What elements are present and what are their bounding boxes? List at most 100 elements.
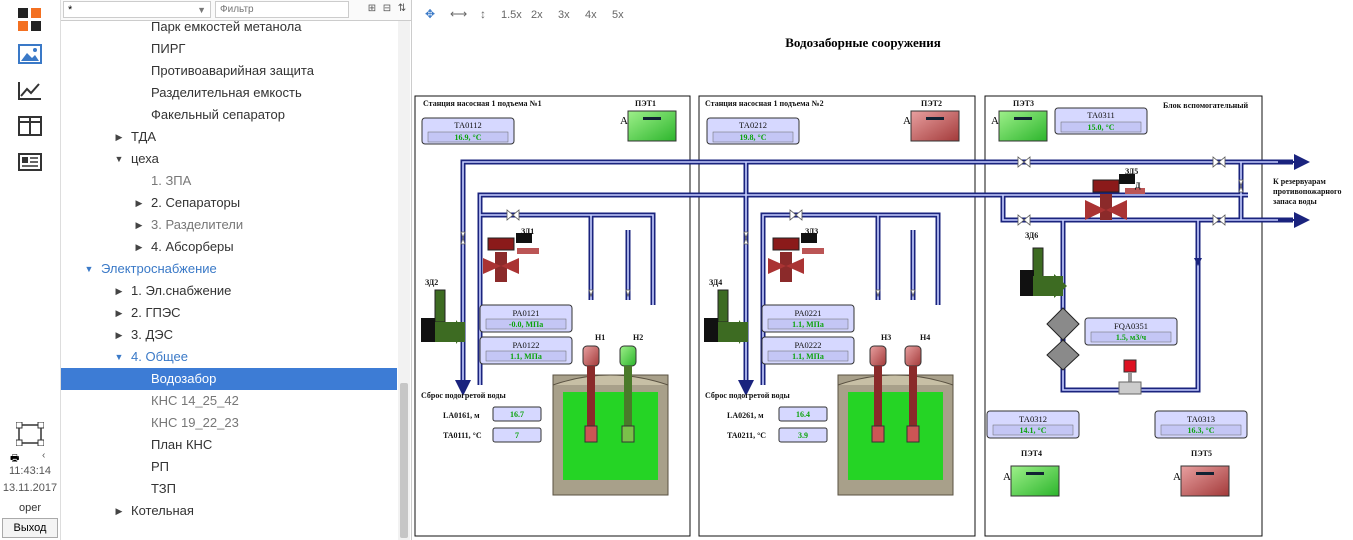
- zoom-3x-button[interactable]: 3x: [558, 9, 570, 21]
- tree-item[interactable]: ПИРГ: [61, 38, 397, 60]
- pet1-display: [643, 117, 661, 120]
- pa0222-name: PA0222: [794, 340, 821, 350]
- collapsed-caret-icon[interactable]: ▶: [115, 308, 123, 318]
- pet1-indicator[interactable]: [627, 110, 677, 142]
- valve-zd3[interactable]: [768, 233, 824, 282]
- collapse-chevron-icon[interactable]: ‹: [42, 450, 46, 461]
- la0261-field[interactable]: [778, 406, 828, 422]
- view-toolbar: ✥ ⟷ ↕ 1.5x 2x 3x 4x 5x: [413, 0, 1353, 32]
- pump-h1-label: Н1: [595, 333, 605, 342]
- tree-item[interactable]: Противоаварийная защита: [61, 60, 397, 82]
- flow-direction-icon: [1194, 258, 1202, 266]
- tree-filter-input[interactable]: [215, 1, 349, 18]
- zoom-1-5x-button[interactable]: 1.5x: [501, 9, 522, 21]
- tree-scrollbar[interactable]: [398, 21, 410, 540]
- filter-unit[interactable]: [1046, 307, 1080, 371]
- tree-scope-select[interactable]: * ▼: [63, 1, 211, 18]
- zoom-4x-button[interactable]: 4x: [585, 9, 597, 21]
- collapse-all-icon[interactable]: ⊟: [382, 3, 392, 14]
- tree-item[interactable]: 1. ЗПА: [61, 170, 397, 192]
- pet2-indicator[interactable]: [910, 110, 960, 142]
- tree-item[interactable]: Водозабор: [61, 368, 397, 390]
- collapsed-caret-icon[interactable]: ▶: [115, 506, 123, 516]
- tree-item[interactable]: ▶ 3. Разделители: [61, 214, 397, 236]
- print-icon[interactable]: 🖶: [10, 453, 20, 464]
- collapsed-caret-icon[interactable]: ▶: [135, 242, 143, 252]
- pet5-display: [1196, 472, 1214, 475]
- sort-icon[interactable]: ⇅: [397, 3, 407, 14]
- la0161-field[interactable]: [492, 406, 542, 422]
- diagram-icon[interactable]: [15, 420, 45, 448]
- expanded-caret-icon[interactable]: ▼: [114, 154, 124, 164]
- pa0122-name: PA0122: [512, 340, 539, 350]
- collapsed-caret-icon[interactable]: ▶: [135, 220, 143, 230]
- pump-h3[interactable]: [869, 345, 887, 443]
- reservoir-2[interactable]: [837, 374, 954, 496]
- tree-item[interactable]: ▼цеха: [61, 148, 397, 170]
- tree-item[interactable]: Факельный сепаратор: [61, 104, 397, 126]
- tree-item[interactable]: Парк емкостей метанола: [61, 21, 397, 38]
- tree-item[interactable]: ▶1. Эл.снабжение: [61, 280, 397, 302]
- zoom-5x-button[interactable]: 5x: [612, 9, 624, 21]
- tree-item[interactable]: ▶2. ГПЭС: [61, 302, 397, 324]
- valve-zd1[interactable]: [483, 233, 539, 282]
- fit-height-icon[interactable]: ↕: [480, 7, 486, 21]
- tree-item[interactable]: ▼Электроснабжение: [61, 258, 397, 280]
- ta0313-value: 16.3, °С: [1188, 426, 1215, 435]
- tree-item[interactable]: РП: [61, 456, 397, 478]
- valve-zd5[interactable]: [1085, 174, 1145, 220]
- collapsed-caret-icon[interactable]: ▶: [115, 132, 123, 142]
- move-icon[interactable]: ✥: [425, 7, 436, 21]
- zoom-2x-button[interactable]: 2x: [531, 9, 543, 21]
- expand-all-icon[interactable]: ⊞: [367, 3, 377, 14]
- pet5-letter: А: [1173, 471, 1181, 483]
- panels-icon[interactable]: [15, 112, 45, 140]
- trend-chart-icon[interactable]: [15, 76, 45, 104]
- ta0112-value-field: [427, 131, 509, 143]
- exit-button[interactable]: Выход: [2, 518, 58, 538]
- pet5-indicator[interactable]: [1180, 465, 1230, 497]
- app-logo-icon[interactable]: [15, 6, 45, 34]
- pet3-indicator[interactable]: [998, 110, 1048, 142]
- reservoir-1[interactable]: [552, 374, 669, 496]
- expanded-caret-icon[interactable]: ▼: [84, 264, 94, 274]
- pet4-indicator[interactable]: [1010, 465, 1060, 497]
- tree-item[interactable]: План КНС: [61, 434, 397, 456]
- tree-scrollbar-thumb[interactable]: [400, 383, 408, 538]
- flow-meter[interactable]: [1118, 359, 1142, 395]
- tree-item[interactable]: ▶ ТДА: [61, 126, 397, 148]
- valve-zd4[interactable]: [704, 289, 748, 344]
- tree-item[interactable]: КНС 19_22_23: [61, 412, 397, 434]
- tree-item[interactable]: ▶4. Абсорберы: [61, 236, 397, 258]
- ta0111-field[interactable]: [492, 427, 542, 443]
- collapsed-caret-icon[interactable]: ▶: [115, 330, 123, 340]
- station-2-drain-label: Сброс подогретой воды: [705, 391, 790, 400]
- tree-item-label: 1. ЗПА: [151, 173, 192, 188]
- valve-zd2[interactable]: [421, 289, 465, 344]
- report-icon[interactable]: [15, 148, 45, 176]
- tree-item-label: Противоаварийная защита: [151, 63, 314, 78]
- tree-item[interactable]: ТЗП: [61, 478, 397, 500]
- pump-h1[interactable]: [582, 345, 600, 443]
- reservoir-note-line-2: противопожарного: [1273, 187, 1341, 196]
- tree-item[interactable]: ▶3. ДЭС: [61, 324, 397, 346]
- tree-item-label: 3. Разделители: [151, 217, 244, 232]
- tree-item[interactable]: Разделительная емкость: [61, 82, 397, 104]
- expanded-caret-icon[interactable]: ▼: [114, 352, 124, 362]
- tree-item-label: 2. Сепараторы: [151, 195, 241, 210]
- tree-item[interactable]: ▶ 2. Сепараторы: [61, 192, 397, 214]
- image-icon[interactable]: [15, 40, 45, 68]
- valve-zd6[interactable]: [1020, 247, 1067, 298]
- fit-width-icon[interactable]: ⟷: [450, 7, 468, 21]
- tree-item[interactable]: КНС 14_25_42: [61, 390, 397, 412]
- collapsed-caret-icon[interactable]: ▶: [135, 198, 143, 208]
- tree-item[interactable]: ▼4. Общее: [61, 346, 397, 368]
- fqa0351-value: 1.5, м3/ч: [1116, 333, 1147, 342]
- ta0211-field[interactable]: [778, 427, 828, 443]
- collapsed-caret-icon[interactable]: ▶: [115, 286, 123, 296]
- pump-h4[interactable]: [904, 345, 922, 443]
- tree-item[interactable]: ▶Котельная: [61, 500, 397, 522]
- pump-h2[interactable]: [619, 345, 637, 443]
- tree-item-label: ТДА: [131, 129, 156, 144]
